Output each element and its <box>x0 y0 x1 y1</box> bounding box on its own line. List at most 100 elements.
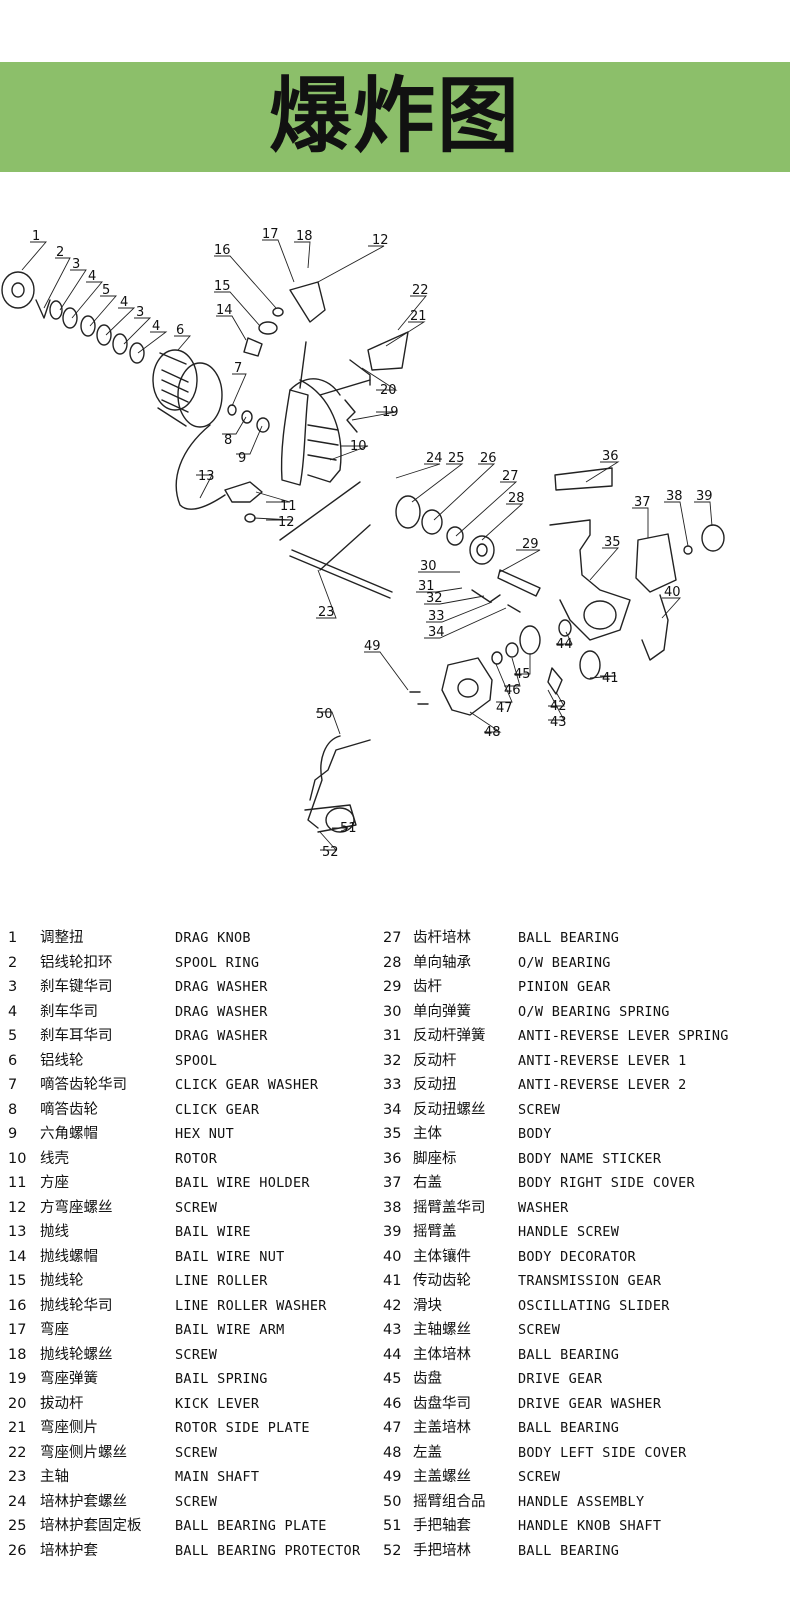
part-name-english: SCREW <box>518 1322 561 1338</box>
callout: 15 <box>214 279 231 294</box>
part-name-english: BALL BEARING PROTECTOR <box>175 1542 361 1559</box>
part-number: 32 <box>383 1052 402 1069</box>
callout: 21 <box>410 309 427 324</box>
part-number: 45 <box>383 1371 402 1387</box>
part-name-chinese: 弯座 <box>40 1322 69 1338</box>
callout: 47 <box>496 701 513 716</box>
callout: 30 <box>420 559 437 574</box>
part-drive-gear <box>519 625 541 655</box>
part-name-chinese: 培林护套 <box>40 1542 98 1559</box>
part-number: 49 <box>383 1469 402 1485</box>
part-number: 44 <box>383 1346 402 1363</box>
callout: 43 <box>550 715 567 730</box>
part-name-chinese: 培林护套固定板 <box>40 1518 142 1534</box>
part-number: 37 <box>383 1175 402 1191</box>
part-number: 31 <box>383 1028 402 1044</box>
callout: 4 <box>88 269 96 284</box>
part-name-english: ROTOR <box>175 1150 218 1167</box>
callout: 5 <box>102 283 110 298</box>
part-name-english: BAIL WIRE NUT <box>175 1248 285 1265</box>
part-name-english: HANDLE ASSEMBLY <box>518 1493 645 1510</box>
callout: 14 <box>216 303 233 318</box>
part-number: 14 <box>8 1248 27 1265</box>
part-name-chinese: 主体培林 <box>413 1346 471 1363</box>
part-number: 10 <box>8 1150 27 1167</box>
part-name-english: O/W BEARING <box>518 954 611 971</box>
part-name-chinese: 线壳 <box>40 1150 69 1167</box>
part-number: 30 <box>383 1003 402 1020</box>
part-name-english: BODY NAME STICKER <box>518 1150 662 1167</box>
part-name-english: SPOOL RING <box>175 954 260 971</box>
part-number: 9 <box>8 1126 18 1142</box>
callout: 4 <box>120 295 128 310</box>
part-number: 48 <box>383 1444 402 1461</box>
callout: 46 <box>504 683 521 698</box>
part-drag-knob <box>1 271 35 309</box>
part-name-english: HANDLE KNOB SHAFT <box>518 1518 662 1534</box>
part-spool <box>152 349 223 428</box>
part-name-english: ROTOR SIDE PLATE <box>175 1420 310 1436</box>
part-number: 17 <box>8 1322 27 1338</box>
part-name-english: BAIL WIRE HOLDER <box>175 1175 310 1191</box>
part-name-english: HANDLE SCREW <box>518 1224 620 1240</box>
part-name-chinese: 脚座标 <box>413 1150 457 1167</box>
callout: 10 <box>350 439 367 454</box>
callout: 29 <box>522 537 539 552</box>
callout: 36 <box>602 449 619 464</box>
callout: 41 <box>602 671 619 686</box>
callout: 48 <box>484 725 501 740</box>
part-name-chinese: 抛线轮华司 <box>40 1297 113 1314</box>
part-number: 2 <box>8 954 18 971</box>
part-name-chinese: 嘀答齿轮华司 <box>40 1077 127 1093</box>
part-name-chinese: 手把培林 <box>413 1542 471 1559</box>
part-number: 11 <box>8 1175 27 1191</box>
callout: 44 <box>556 637 573 652</box>
part-number: 19 <box>8 1371 27 1387</box>
part-number: 34 <box>383 1101 402 1118</box>
part-number: 26 <box>8 1542 27 1559</box>
part-number: 6 <box>8 1052 18 1069</box>
part-name-english: MAIN SHAFT <box>175 1469 260 1485</box>
part-name-english: HEX NUT <box>175 1126 234 1142</box>
exploded-view-drawing: 1 2 3 4 5 4 3 4 6 7 8 9 10 11 12 13 14 1… <box>1 227 725 860</box>
part-name-chinese: 主盖螺丝 <box>413 1469 471 1485</box>
part-name-english: WASHER <box>518 1199 569 1216</box>
part-name-english: KICK LEVER <box>175 1395 260 1412</box>
part-name-chinese: 刹车华司 <box>40 1003 98 1020</box>
part-name-chinese: 齿盘华司 <box>413 1395 471 1412</box>
callout: 25 <box>448 451 465 466</box>
part-name-chinese: 方座 <box>40 1175 69 1191</box>
part-name-chinese: 主体 <box>413 1126 442 1142</box>
part-name-chinese: 拔动杆 <box>40 1395 84 1412</box>
callout: 42 <box>550 699 567 714</box>
part-left-cover <box>441 657 493 716</box>
callout: 39 <box>696 489 713 504</box>
title-banner: 爆炸图 <box>0 62 790 172</box>
callout: 23 <box>318 605 335 620</box>
part-number: 8 <box>8 1101 18 1118</box>
callout: 22 <box>412 283 429 298</box>
part-name-english: BALL BEARING <box>518 1420 620 1436</box>
part-name-chinese: 抛线 <box>40 1224 69 1240</box>
part-name-english: ANTI-REVERSE LEVER 2 <box>518 1077 687 1093</box>
part-name-english: ANTI-REVERSE LEVER SPRING <box>518 1028 729 1044</box>
part-number: 21 <box>8 1420 27 1436</box>
part-name-chinese: 方弯座螺丝 <box>40 1199 113 1216</box>
part-number: 27 <box>383 930 402 946</box>
part-name-english: DRIVE GEAR WASHER <box>518 1395 662 1412</box>
part-name-english: DRIVE GEAR <box>518 1371 603 1387</box>
part-name-english: BALL BEARING <box>518 930 620 946</box>
page-title: 爆炸图 <box>268 69 521 164</box>
part-number: 1 <box>8 930 18 946</box>
part-number: 12 <box>8 1199 27 1216</box>
part-name-english: DRAG WASHER <box>175 1003 268 1020</box>
part-name-chinese: 弯座侧片螺丝 <box>40 1444 127 1461</box>
part-number: 5 <box>8 1028 18 1044</box>
part-name-chinese: 主轴螺丝 <box>413 1322 471 1338</box>
part-name-chinese: 六角螺帽 <box>40 1126 98 1142</box>
part-number: 41 <box>383 1273 402 1289</box>
part-name-chinese: 反动扭螺丝 <box>413 1101 486 1118</box>
callout: 38 <box>666 489 683 504</box>
part-name-chinese: 主盖培林 <box>413 1420 471 1436</box>
